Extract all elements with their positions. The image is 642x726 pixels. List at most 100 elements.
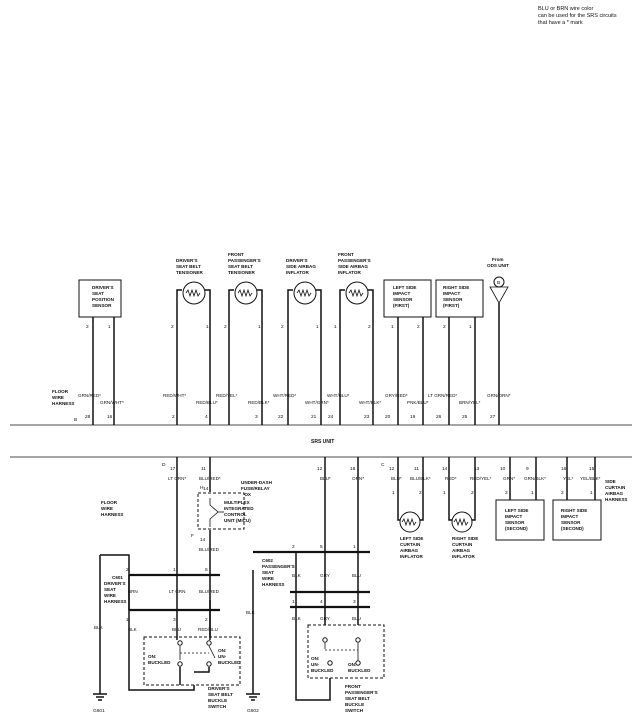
svg-text:1: 1: [316, 324, 319, 330]
svg-text:MULTIPLEX: MULTIPLEX: [224, 500, 251, 505]
svg-text:RED*: RED*: [445, 476, 457, 481]
svg-text:RED/BLK*: RED/BLK*: [248, 400, 270, 405]
svg-text:BLU/RED: BLU/RED: [199, 547, 220, 552]
svg-text:FLOOR: FLOOR: [52, 389, 69, 394]
svg-text:LEFT SIDE: LEFT SIDE: [505, 508, 528, 513]
svg-text:RED/WHT*: RED/WHT*: [163, 393, 186, 398]
svg-text:ON:: ON:: [348, 662, 357, 667]
svg-text:2: 2: [86, 324, 89, 330]
side-curtain-harness-label: SIDE CURTAIN AIRBAG HARNESS: [605, 479, 627, 502]
svg-text:PASSENGER'S: PASSENGER'S: [228, 258, 261, 263]
svg-text:14: 14: [203, 486, 209, 492]
svg-text:From: From: [492, 257, 503, 262]
svg-text:GRY: GRY: [320, 573, 330, 578]
svg-text:23: 23: [364, 414, 370, 420]
top-wire-colors: GRN/RED* GRN/WHT* RED/WHT* RED/BLU* RED/…: [78, 393, 511, 405]
svg-text:10: 10: [500, 466, 506, 472]
svg-text:28: 28: [85, 414, 91, 420]
svg-text:WHT/GRN*: WHT/GRN*: [305, 400, 329, 405]
svg-text:BRN/YEL*: BRN/YEL*: [459, 400, 481, 405]
svg-text:AIRBAG: AIRBAG: [605, 491, 624, 496]
svg-text:2: 2: [292, 544, 295, 550]
svg-text:SRS UNIT: SRS UNIT: [311, 439, 334, 445]
svg-text:SIDE AIRBAG: SIDE AIRBAG: [286, 264, 316, 269]
svg-text:FRONT: FRONT: [338, 252, 354, 257]
svg-text:BLU: BLU: [352, 616, 361, 621]
svg-text:SIDE AIRBAG: SIDE AIRBAG: [338, 264, 368, 269]
svg-text:11: 11: [414, 466, 419, 472]
srs-top-pins: B 28 16 2 4 3 22 21 24 23 20 19 26 25 27: [74, 414, 496, 423]
svg-text:2: 2: [471, 490, 474, 496]
svg-text:SEAT BELT: SEAT BELT: [228, 264, 253, 269]
svg-text:24: 24: [328, 414, 334, 420]
svg-text:PNK/BLU*: PNK/BLU*: [407, 400, 429, 405]
svg-text:CONTROL: CONTROL: [224, 512, 247, 517]
svg-text:(SECOND): (SECOND): [561, 526, 584, 531]
svg-text:RIGHT SIDE: RIGHT SIDE: [443, 285, 469, 290]
svg-text:SIDE: SIDE: [605, 479, 616, 484]
svg-text:LT GRN: LT GRN: [169, 589, 185, 594]
svg-text:ON:: ON:: [148, 654, 157, 659]
svg-text:BLU*: BLU*: [391, 476, 402, 481]
svg-text:PASSENGER'S: PASSENGER'S: [338, 258, 371, 263]
right-impact-sensor-second: RIGHT SIDE IMPACT SENSOR (SECOND): [552, 499, 602, 541]
svg-text:AIRBAG: AIRBAG: [400, 548, 419, 553]
svg-text:BRN: BRN: [128, 589, 138, 594]
floor-harness-label-bottom: FLOOR WIRE HARNESS: [101, 500, 123, 517]
top-pin-numbers: 2 1 2 1 2 1 2 1 1 2 1 2 2 1: [86, 324, 472, 330]
svg-text:27: 27: [490, 414, 496, 420]
svg-text:DRIVER'S: DRIVER'S: [104, 581, 126, 586]
right-impact-sensor-first: RIGHT SIDE IMPACT SENSOR (FIRST): [435, 279, 484, 318]
seat-position-sensor: DRIVER'S SEAT POSITION SENSOR: [78, 279, 122, 318]
svg-text:3: 3: [173, 617, 176, 623]
svg-text:SEAT: SEAT: [262, 570, 274, 575]
svg-text:2: 2: [443, 324, 446, 330]
svg-text:WIRE: WIRE: [101, 506, 113, 511]
svg-text:B: B: [74, 417, 77, 423]
svg-text:YEL/BLK*: YEL/BLK*: [580, 476, 601, 481]
svg-text:BLU/BLK*: BLU/BLK*: [410, 476, 431, 481]
svg-text:WHT/BLK*: WHT/BLK*: [359, 400, 381, 405]
svg-text:INFLATOR: INFLATOR: [400, 554, 423, 559]
svg-text:2: 2: [505, 490, 508, 496]
svg-text:RED/YEL*: RED/YEL*: [470, 476, 492, 481]
svg-text:FRONT: FRONT: [345, 684, 361, 689]
svg-text:PASSENGER'S: PASSENGER'S: [262, 564, 295, 569]
svg-text:1: 1: [108, 324, 111, 330]
svg-text:INFLATOR: INFLATOR: [286, 270, 309, 275]
svg-text:2: 2: [171, 324, 174, 330]
svg-text:SENSOR: SENSOR: [505, 520, 525, 525]
svg-text:TENSIONER: TENSIONER: [228, 270, 255, 275]
svg-text:HARNESS: HARNESS: [104, 599, 126, 604]
svg-text:BUCKLE: BUCKLE: [208, 698, 227, 703]
svg-text:AIRBAG: AIRBAG: [452, 548, 471, 553]
fuse-box-label: UNDER-DASH FUSE/RELAY BOX: [241, 480, 273, 497]
svg-text:BOX: BOX: [241, 492, 252, 497]
svg-text:14: 14: [442, 466, 448, 472]
svg-text:DRIVER'S: DRIVER'S: [176, 258, 198, 263]
svg-text:(FIRST): (FIRST): [443, 303, 460, 308]
svg-text:GRN/WHT*: GRN/WHT*: [100, 400, 124, 405]
svg-text:GRN*: GRN*: [503, 476, 515, 481]
svg-text:9: 9: [526, 466, 529, 472]
svg-text:13: 13: [474, 466, 480, 472]
svg-text:1: 1: [391, 324, 394, 330]
svg-text:G601: G601: [93, 708, 105, 714]
svg-text:H: H: [200, 485, 204, 491]
svg-text:12: 12: [389, 466, 395, 472]
right-lower-wiring: [397, 457, 596, 510]
srs-unit: SRS UNIT: [10, 424, 632, 458]
svg-text:18: 18: [350, 466, 356, 472]
front-pass-tensioner: FRONT PASSENGER'S SEAT BELT TENSIONER: [228, 252, 263, 318]
note-text: BLU or BRN wire color can be used for th…: [538, 6, 617, 26]
svg-text:25: 25: [462, 414, 468, 420]
svg-text:WIRE: WIRE: [262, 576, 274, 581]
svg-text:ON:: ON:: [218, 648, 227, 653]
driver-tensioner: DRIVER'S SEAT BELT TENSIONER: [176, 258, 211, 318]
svg-text:that have a * mark: that have a * mark: [538, 20, 583, 26]
svg-text:CURTAIN: CURTAIN: [605, 485, 626, 490]
svg-text:IMPACT: IMPACT: [393, 291, 410, 296]
svg-text:BLK: BLK: [292, 616, 302, 621]
svg-text:RIGHT SIDE: RIGHT SIDE: [452, 536, 478, 541]
